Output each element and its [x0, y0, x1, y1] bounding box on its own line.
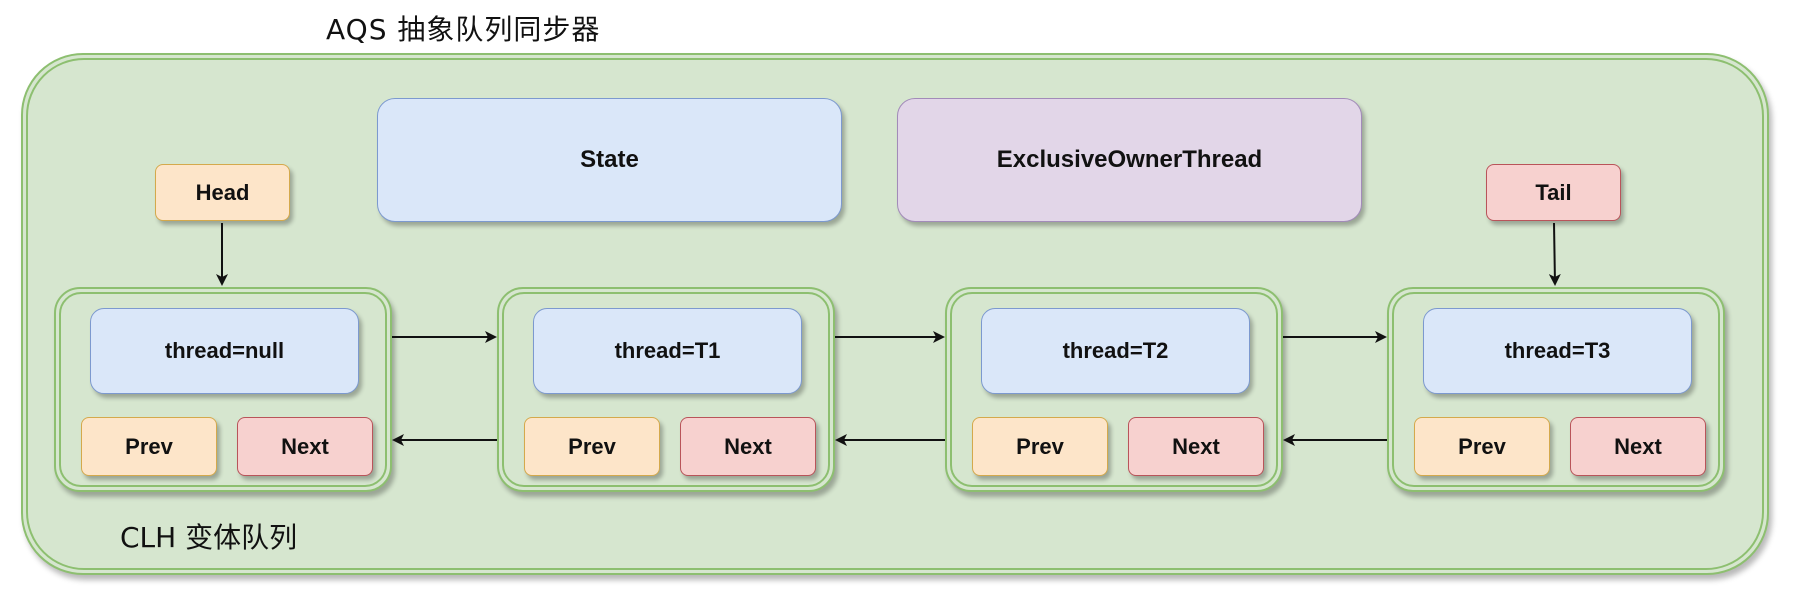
queue-node-3: thread=T3 Prev Next: [1387, 287, 1725, 492]
queue-node-2: thread=T2 Prev Next: [945, 287, 1283, 492]
node-next-field: Next: [680, 417, 816, 476]
tail-pointer-box: Tail: [1486, 164, 1621, 221]
node-prev-field: Prev: [1414, 417, 1550, 476]
clh-queue-label: CLH 变体队列: [120, 521, 298, 554]
node-next-field: Next: [1128, 417, 1264, 476]
node-next-field: Next: [1570, 417, 1706, 476]
head-pointer-box: Head: [155, 164, 290, 221]
node-prev-field: Prev: [972, 417, 1108, 476]
node-thread-field: thread=T3: [1423, 308, 1692, 394]
exclusive-owner-thread-box: ExclusiveOwnerThread: [897, 98, 1362, 222]
node-prev-field: Prev: [81, 417, 217, 476]
diagram-title: AQS 抽象队列同步器: [326, 13, 601, 46]
queue-node-0: thread=null Prev Next: [54, 287, 392, 492]
node-next-field: Next: [237, 417, 373, 476]
node-thread-field: thread=T1: [533, 308, 802, 394]
node-thread-field: thread=null: [90, 308, 359, 394]
node-prev-field: Prev: [524, 417, 660, 476]
queue-node-1: thread=T1 Prev Next: [497, 287, 835, 492]
node-thread-field: thread=T2: [981, 308, 1250, 394]
state-box: State: [377, 98, 842, 222]
